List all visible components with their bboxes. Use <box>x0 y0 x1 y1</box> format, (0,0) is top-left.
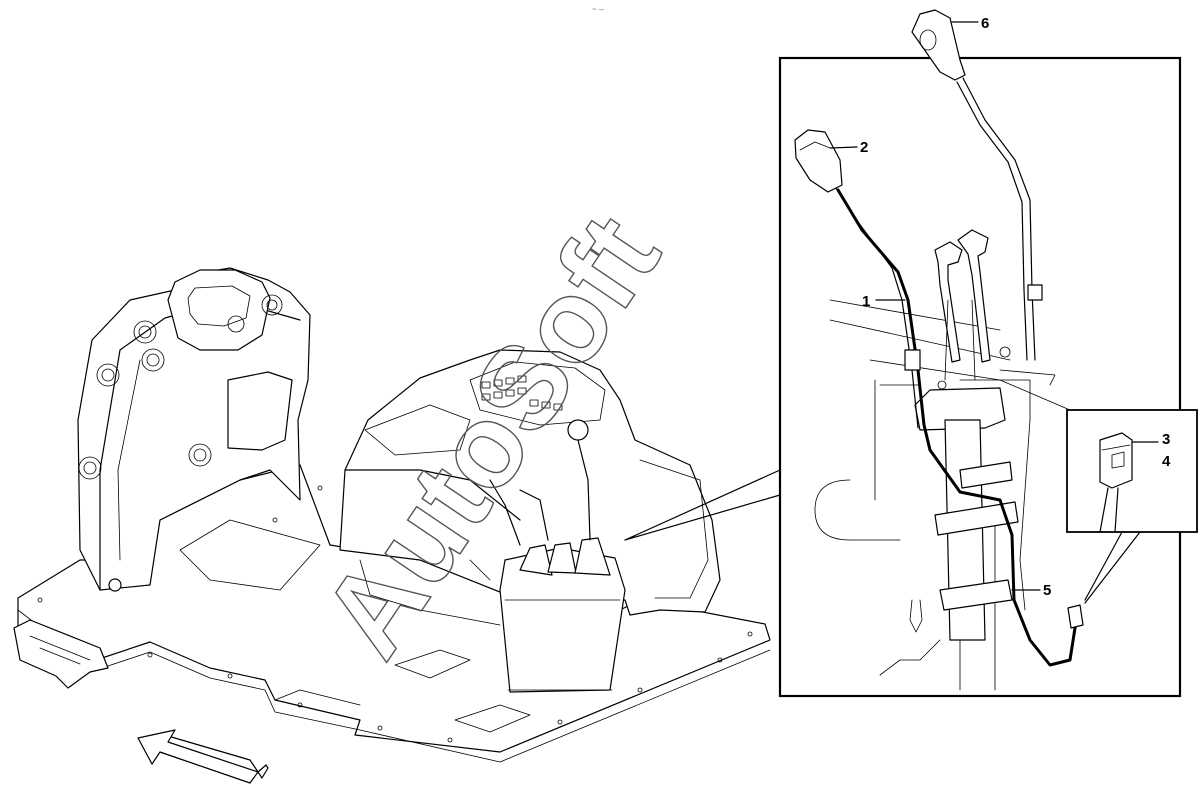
callout-2: 2 <box>829 139 868 156</box>
callout-1: 1 <box>862 293 906 310</box>
svg-text:5: 5 <box>1043 582 1051 599</box>
svg-text:4: 4 <box>1162 453 1171 470</box>
svg-text:3: 3 <box>1162 431 1170 448</box>
header-mark: ~ -- <box>592 5 605 14</box>
detail-leader <box>624 469 781 541</box>
right-control-console <box>339 349 721 693</box>
callout-5: 5 <box>1011 582 1051 599</box>
callout-4: 4 <box>1162 453 1171 470</box>
svg-text:2: 2 <box>860 139 868 156</box>
left-instrument-console <box>77 267 311 592</box>
svg-text:1: 1 <box>862 293 870 310</box>
callout-3: 3 <box>1131 431 1170 448</box>
detail-view <box>778 9 1182 698</box>
connector-inset <box>1066 409 1198 604</box>
callout-6: 6 <box>951 15 989 32</box>
svg-text:6: 6 <box>981 15 989 32</box>
